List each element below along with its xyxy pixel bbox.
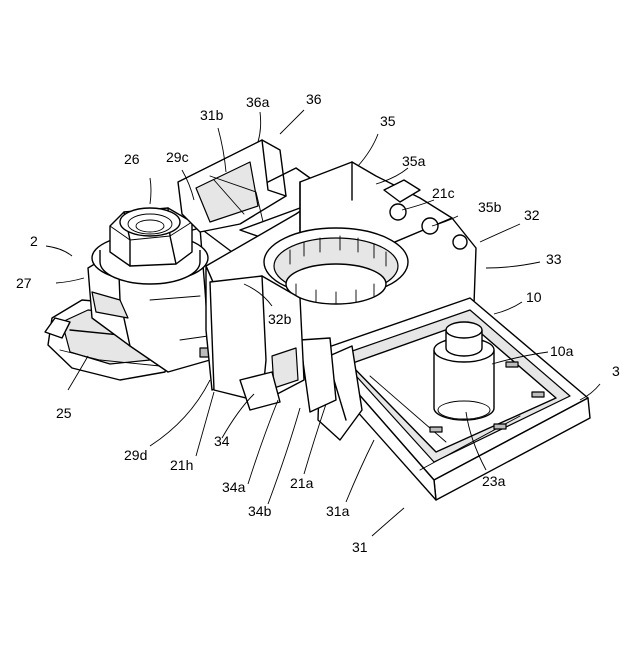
label-31: 31 (352, 539, 368, 555)
label-31a: 31a (326, 503, 350, 519)
label-34b: 34b (248, 503, 272, 519)
label-3: 3 (612, 363, 620, 379)
label-34a: 34a (222, 479, 246, 495)
label-26: 26 (124, 151, 140, 167)
label-21a: 21a (290, 475, 314, 491)
label-27: 27 (16, 275, 32, 291)
label-29c: 29c (166, 149, 189, 165)
label-29d: 29d (124, 447, 147, 463)
label-32b: 32b (268, 311, 292, 327)
label-10a: 10a (550, 343, 574, 359)
label-35a: 35a (402, 153, 426, 169)
label-10: 10 (526, 289, 542, 305)
label-21h: 21h (170, 457, 193, 473)
label-36: 36 (306, 91, 322, 107)
label-25: 25 (56, 405, 72, 421)
label-23a: 23a (482, 473, 506, 489)
label-21c: 21c (432, 185, 455, 201)
label-2: 2 (30, 233, 38, 249)
label-36a: 36a (246, 94, 270, 110)
label-35b: 35b (478, 199, 502, 215)
label-34: 34 (214, 433, 230, 449)
label-33: 33 (546, 251, 562, 267)
label-32: 32 (524, 207, 540, 223)
front-lower-housing (210, 276, 304, 410)
label-35: 35 (380, 113, 396, 129)
label-31b: 31b (200, 107, 224, 123)
